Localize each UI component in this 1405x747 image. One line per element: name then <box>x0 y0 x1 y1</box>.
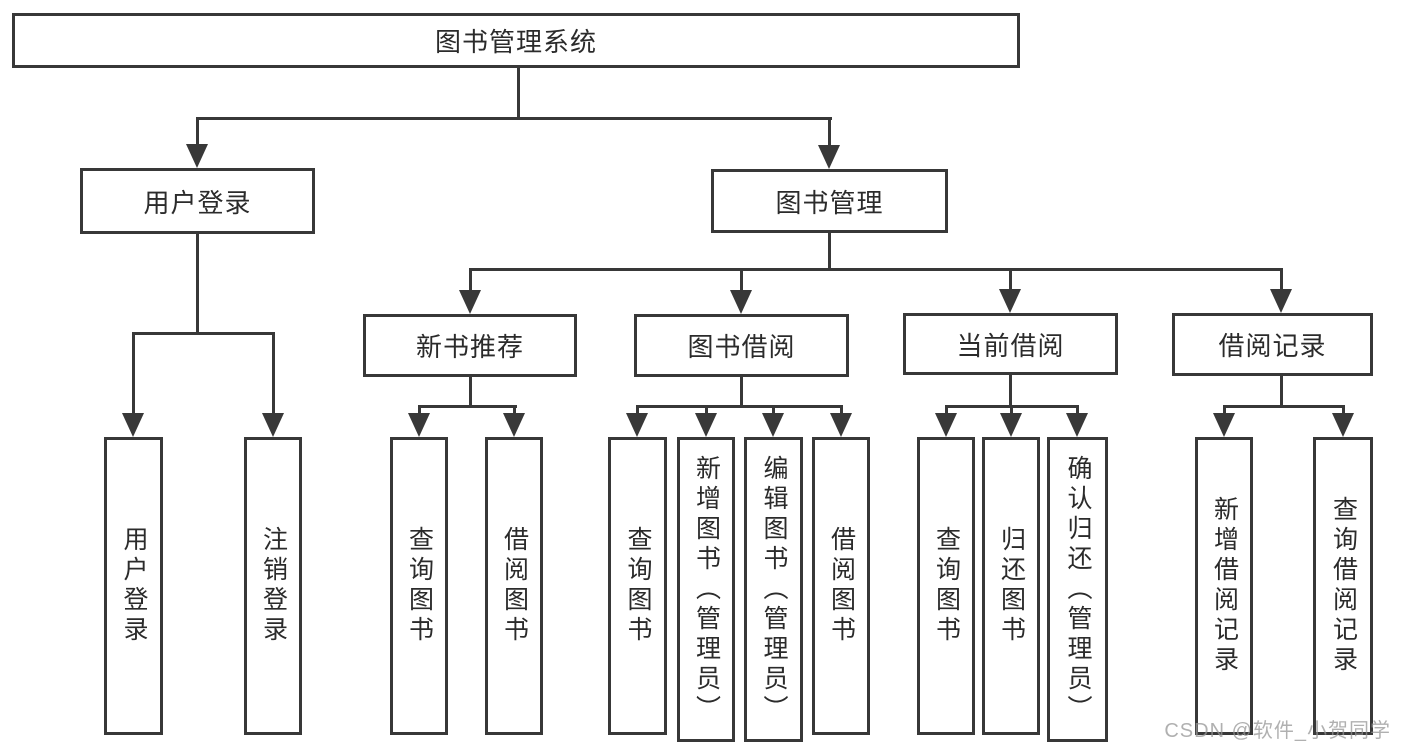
leaf-add-borrow-record: 新增借阅记录 <box>1195 437 1253 735</box>
connector-line <box>1279 270 1283 291</box>
arrow-down-icon <box>1000 413 1022 437</box>
arrow-down-icon <box>459 290 481 314</box>
arrow-down-icon <box>695 413 717 437</box>
arrow-down-icon <box>1066 413 1088 437</box>
leaf-borrow-books-newbook: 借阅图书 <box>485 437 543 735</box>
leaf-borrow-books-borrow: 借阅图书 <box>812 437 870 735</box>
arrow-down-icon <box>935 413 957 437</box>
connector-line <box>417 407 421 415</box>
leaf-add-books-admin: 新增图书（管理员） <box>677 437 735 742</box>
arrow-down-icon <box>186 144 208 168</box>
connector-line <box>468 270 472 292</box>
connector-line <box>131 334 135 416</box>
leaf-query-borrow-record: 查询借阅记录 <box>1313 437 1373 735</box>
connector-line <box>635 405 843 408</box>
connector-line <box>512 407 516 415</box>
connector-line <box>195 119 199 147</box>
arrow-down-icon <box>1270 289 1292 313</box>
connector-line <box>417 405 517 408</box>
arrow-down-icon <box>818 145 840 169</box>
connector-line <box>1222 405 1345 408</box>
arrow-down-icon <box>122 413 144 437</box>
connector-line <box>1009 407 1013 415</box>
arrow-down-icon <box>503 413 525 437</box>
connector-line <box>635 407 639 415</box>
connector-line <box>739 270 743 292</box>
arrow-down-icon <box>408 413 430 437</box>
connector-line <box>468 268 1283 271</box>
arrow-down-icon <box>626 413 648 437</box>
connector-line <box>1008 375 1012 408</box>
connector-line <box>195 234 199 335</box>
leaf-query-books-current: 查询图书 <box>917 437 975 735</box>
connector-line <box>516 68 520 120</box>
leaf-confirm-return-admin: 确认归还（管理员） <box>1047 437 1108 742</box>
node-user-login: 用户登录 <box>80 168 315 234</box>
connector-line <box>1075 407 1079 415</box>
leaf-query-books-borrow: 查询图书 <box>608 437 667 735</box>
connector-line <box>944 405 1079 408</box>
leaf-query-books-newbook: 查询图书 <box>390 437 448 735</box>
node-current-borrow: 当前借阅 <box>903 313 1118 375</box>
connector-line <box>195 117 832 120</box>
connector-line <box>704 407 708 415</box>
leaf-logout: 注销登录 <box>244 437 302 735</box>
node-borrow-records: 借阅记录 <box>1172 313 1373 376</box>
connector-line <box>827 233 831 271</box>
connector-line <box>468 377 472 408</box>
arrow-down-icon <box>1332 413 1354 437</box>
connector-line <box>1279 376 1283 408</box>
connector-line <box>1341 407 1345 415</box>
connector-line <box>827 119 831 148</box>
connector-line <box>1222 407 1226 415</box>
node-new-book-recommend: 新书推荐 <box>363 314 577 377</box>
csdn-watermark: CSDN @软件_小贺同学 <box>1164 720 1391 742</box>
arrow-down-icon <box>830 413 852 437</box>
leaf-edit-books-admin: 编辑图书（管理员） <box>744 437 803 742</box>
arrow-down-icon <box>1213 413 1235 437</box>
node-root-library-system: 图书管理系统 <box>12 13 1020 68</box>
node-book-management: 图书管理 <box>711 169 948 233</box>
connector-line <box>1008 270 1012 291</box>
arrow-down-icon <box>999 289 1021 313</box>
arrow-down-icon <box>262 413 284 437</box>
connector-line <box>131 332 275 335</box>
connector-line <box>771 407 775 415</box>
node-book-borrow: 图书借阅 <box>634 314 849 377</box>
connector-line <box>271 334 275 416</box>
leaf-user-login: 用户登录 <box>104 437 163 735</box>
connector-line <box>944 407 948 415</box>
arrow-down-icon <box>730 290 752 314</box>
arrow-down-icon <box>762 413 784 437</box>
connector-line <box>839 407 843 415</box>
leaf-return-books: 归还图书 <box>982 437 1040 735</box>
connector-line <box>739 377 743 408</box>
